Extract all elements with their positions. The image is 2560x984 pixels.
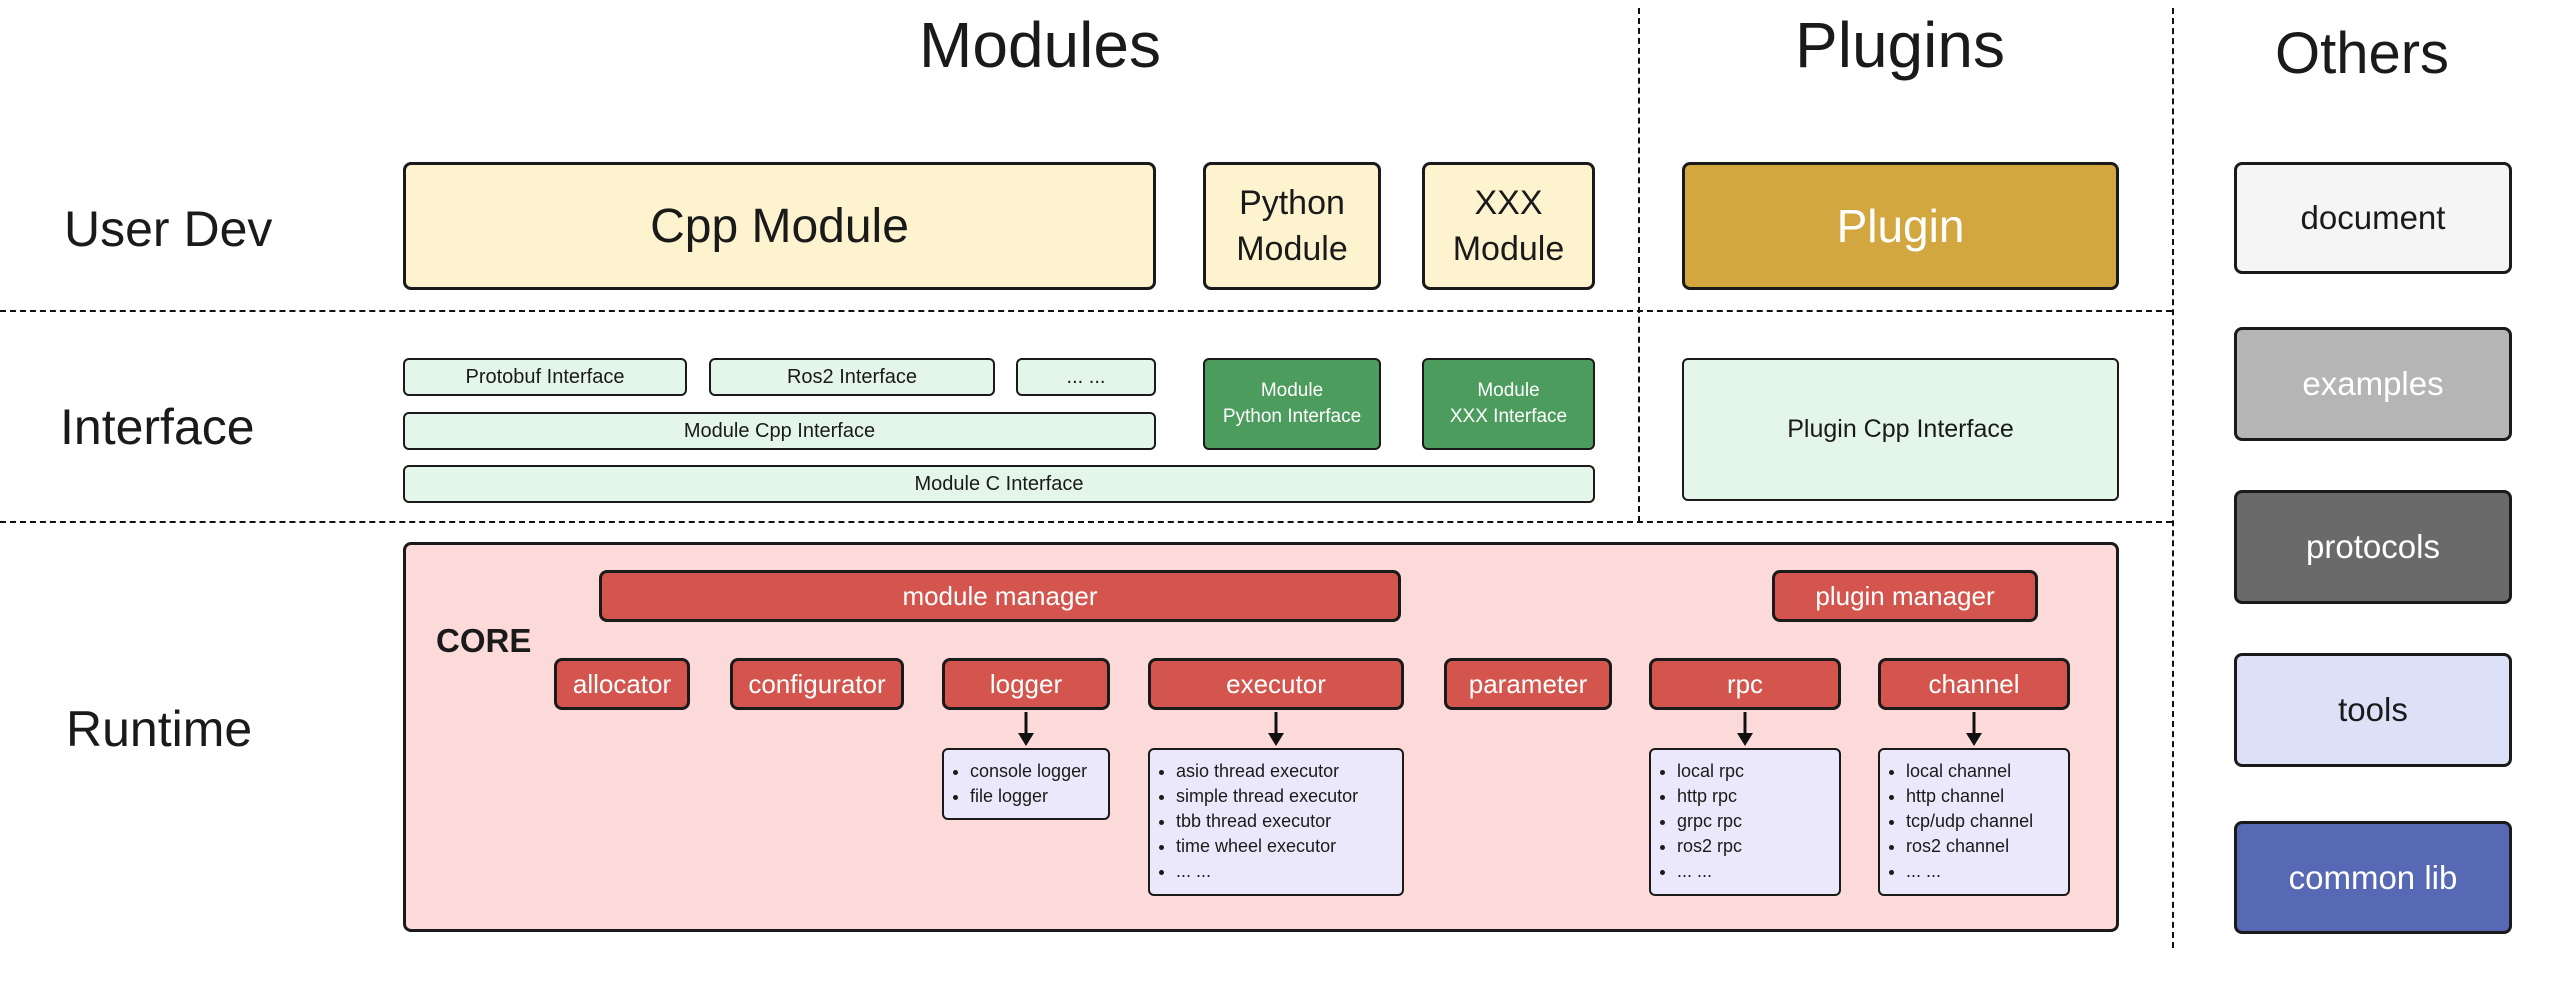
protobuf-interface-box: Protobuf Interface [403, 358, 687, 396]
runtime-label: Runtime [66, 701, 253, 757]
cpp-module-box: Cpp Module [403, 162, 1156, 290]
module-cpp-interface-box: Module Cpp Interface [403, 412, 1156, 450]
interface-label: Interface [60, 399, 255, 455]
logger-impl-list: console logger file logger [942, 748, 1110, 820]
module-xxx-interface-box: Module XXX Interface [1422, 358, 1595, 450]
down-arrow-icon [1737, 712, 1753, 746]
divider-plugins-others [2172, 8, 2174, 948]
list-item: http rpc [1677, 784, 1744, 809]
executor-box: executor [1148, 658, 1404, 710]
list-item: ros2 rpc [1677, 834, 1744, 859]
ellipsis-interface-box: ... ... [1016, 358, 1156, 396]
logger-box: logger [942, 658, 1110, 710]
allocator-box: allocator [554, 658, 690, 710]
configurator-box: configurator [730, 658, 904, 710]
list-item: http channel [1906, 784, 2033, 809]
document-box: document [2234, 162, 2512, 274]
list-item: ... ... [1176, 859, 1358, 884]
python-module-box: Python Module [1203, 162, 1381, 290]
module-manager-box: module manager [599, 570, 1401, 622]
list-item: tcp/udp channel [1906, 809, 2033, 834]
parameter-box: parameter [1444, 658, 1612, 710]
down-arrow-icon [1268, 712, 1284, 746]
tools-box: tools [2234, 653, 2512, 767]
list-item: simple thread executor [1176, 784, 1358, 809]
modules-title: Modules [919, 9, 1161, 81]
list-item: file logger [970, 784, 1087, 809]
xxx-module-box: XXX Module [1422, 162, 1595, 290]
list-item: asio thread executor [1176, 759, 1358, 784]
channel-box: channel [1878, 658, 2070, 710]
list-item: console logger [970, 759, 1087, 784]
executor-impl-list: asio thread executor simple thread execu… [1148, 748, 1404, 896]
plugins-title: Plugins [1795, 9, 2005, 81]
list-item: ... ... [1677, 859, 1744, 884]
channel-impl-list: local channel http channel tcp/udp chann… [1878, 748, 2070, 896]
divider-interface-runtime [0, 521, 2172, 523]
common-lib-box: common lib [2234, 821, 2512, 934]
module-c-interface-box: Module C Interface [403, 465, 1595, 503]
user-dev-label: User Dev [64, 201, 273, 257]
down-arrow-icon [1966, 712, 1982, 746]
others-title: Others [2274, 21, 2450, 86]
list-item: ros2 channel [1906, 834, 2033, 859]
examples-box: examples [2234, 327, 2512, 441]
down-arrow-icon [1018, 712, 1034, 746]
plugin-manager-box: plugin manager [1772, 570, 2038, 622]
list-item: grpc rpc [1677, 809, 1744, 834]
list-item: local channel [1906, 759, 2033, 784]
plugin-box: Plugin [1682, 162, 2119, 290]
list-item: tbb thread executor [1176, 809, 1358, 834]
plugin-cpp-interface-box: Plugin Cpp Interface [1682, 358, 2119, 501]
list-item: time wheel executor [1176, 834, 1358, 859]
list-item: ... ... [1906, 859, 2033, 884]
module-python-interface-box: Module Python Interface [1203, 358, 1381, 450]
list-item: local rpc [1677, 759, 1744, 784]
divider-userdev-interface [0, 310, 2172, 312]
rpc-box: rpc [1649, 658, 1841, 710]
rpc-impl-list: local rpc http rpc grpc rpc ros2 rpc ...… [1649, 748, 1841, 896]
core-label: CORE [436, 622, 532, 659]
protocols-box: protocols [2234, 490, 2512, 604]
ros2-interface-box: Ros2 Interface [709, 358, 995, 396]
divider-modules-plugins [1638, 8, 1640, 522]
